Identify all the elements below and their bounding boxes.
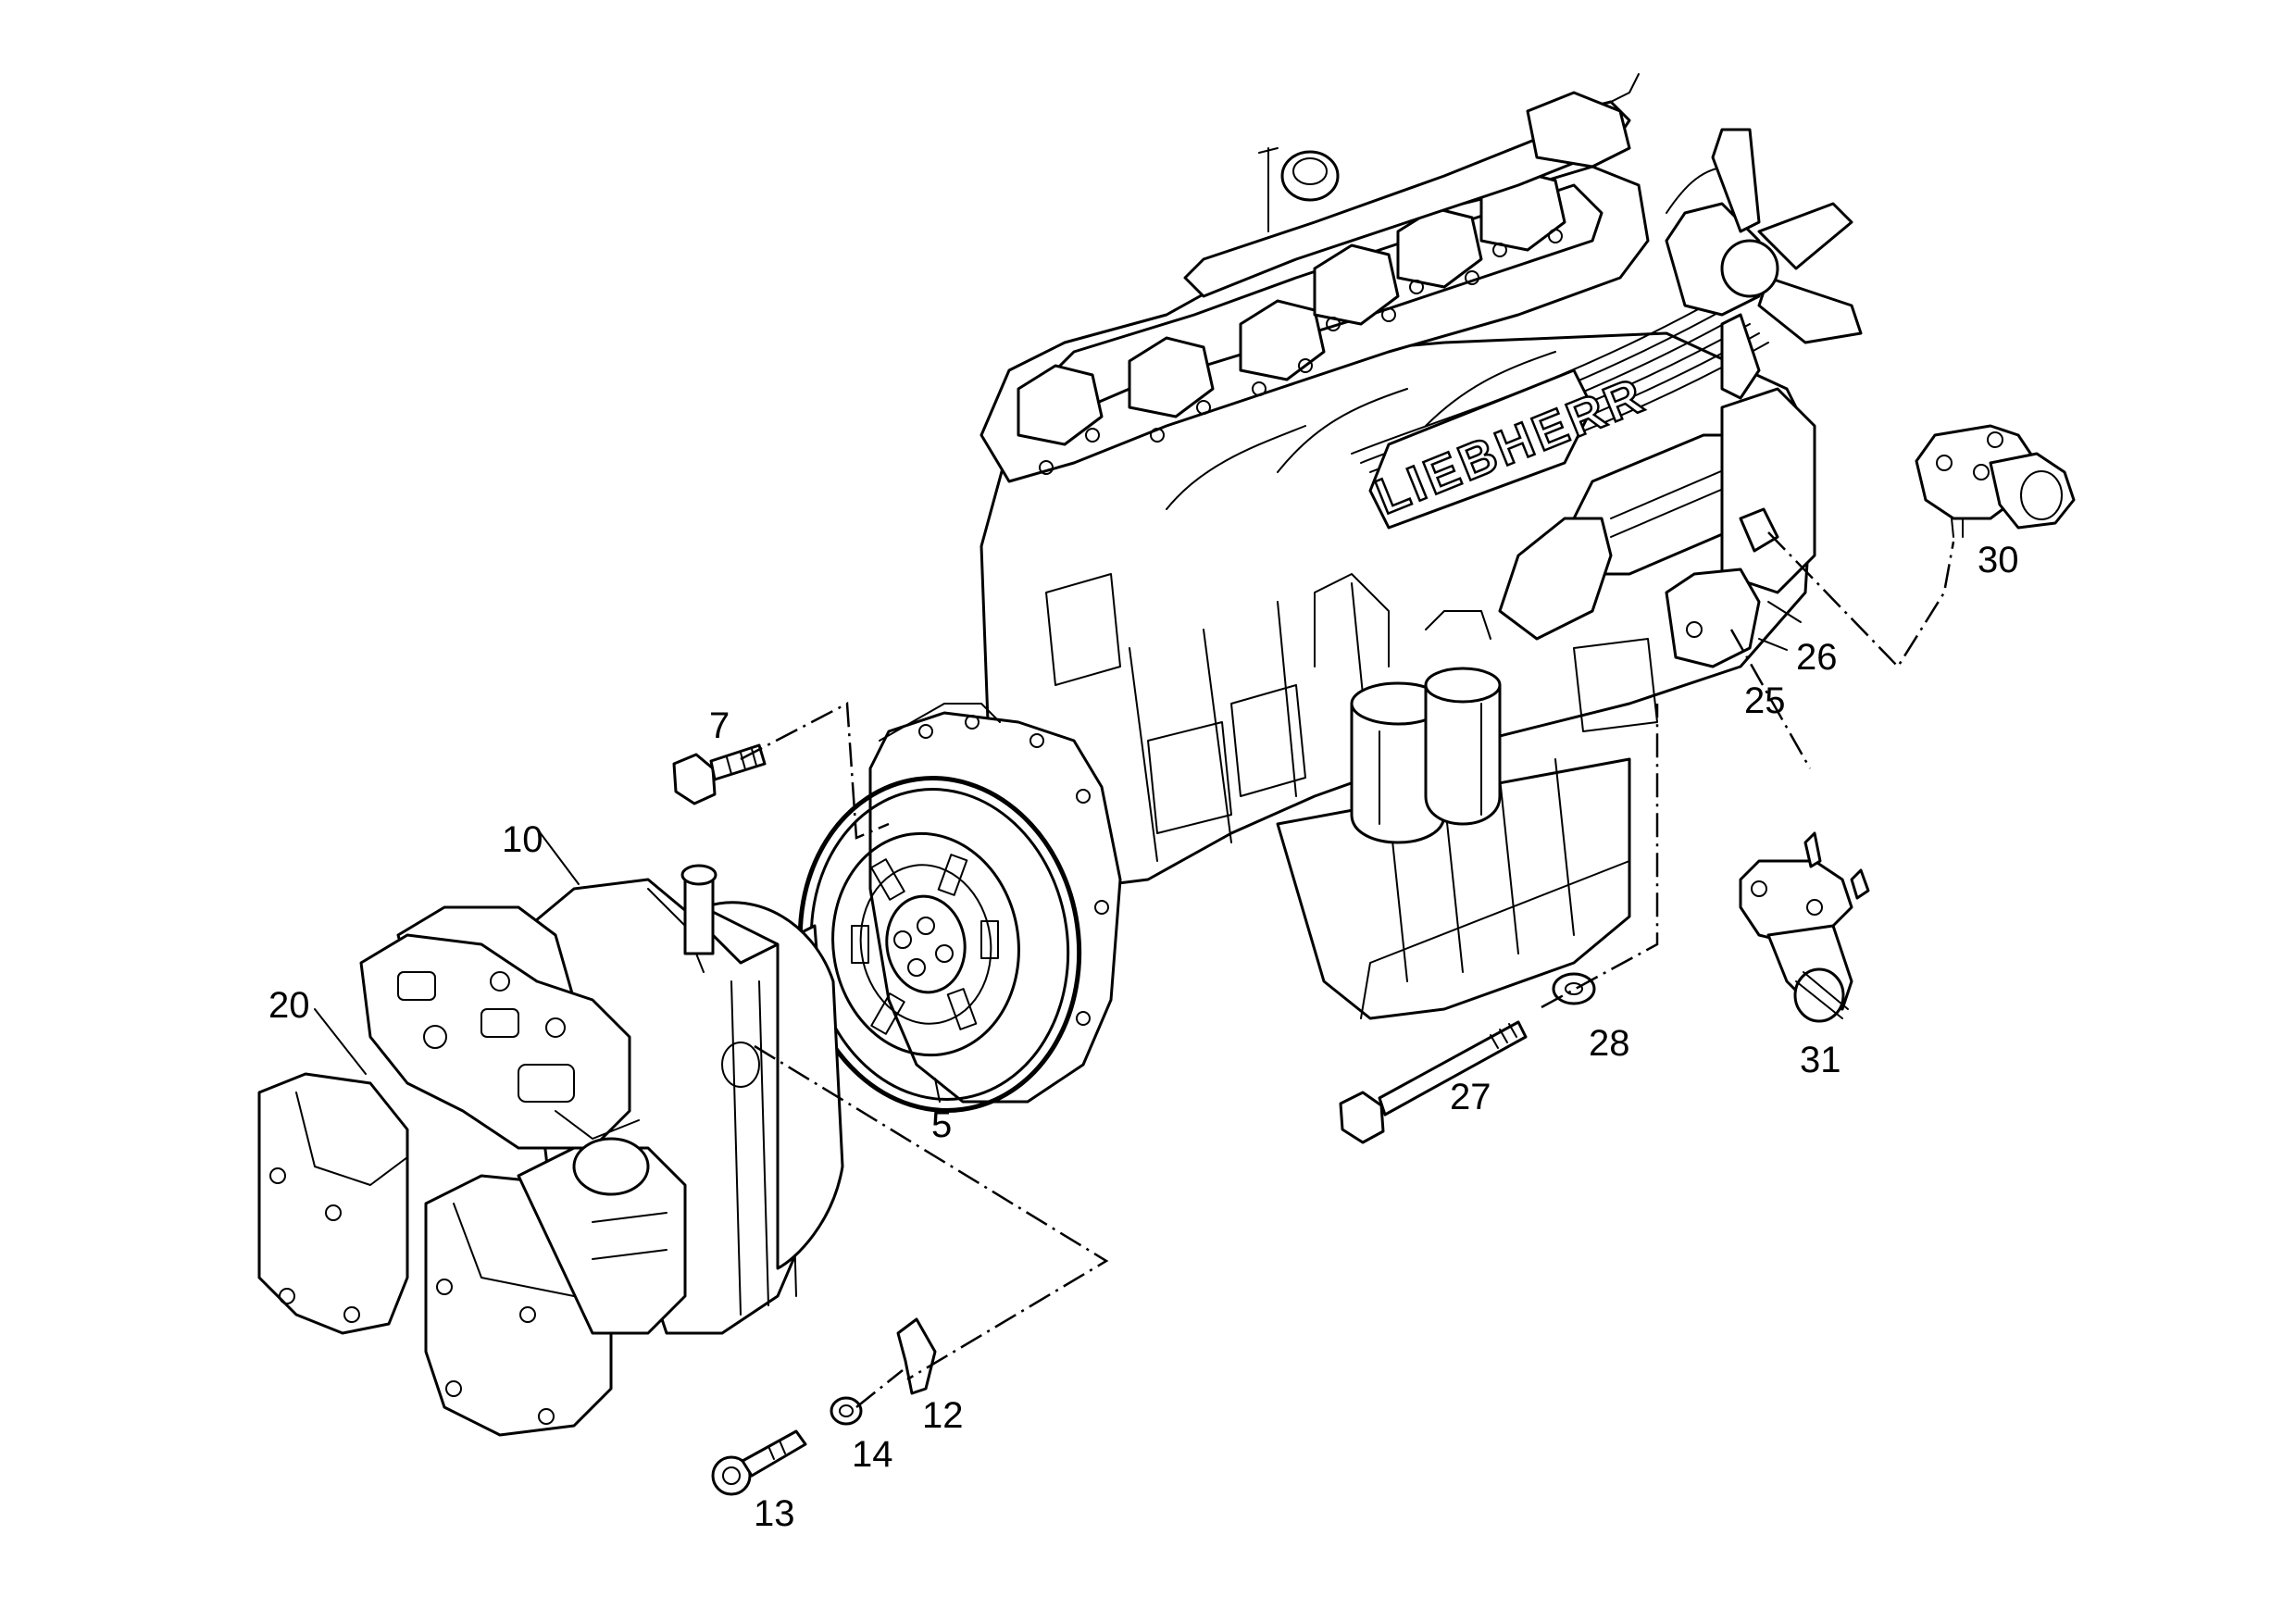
washer-28 — [1552, 972, 1596, 1005]
assembly-lines — [740, 531, 1955, 1408]
callout-27: 27 — [1450, 1077, 1491, 1117]
callout-7: 7 — [709, 705, 730, 746]
cooling-fan — [1711, 128, 1863, 400]
leader-lines — [314, 601, 1802, 1103]
fitting-31 — [1739, 831, 1870, 1023]
callout-30: 30 — [1978, 540, 2019, 580]
flywheel-coupling — [797, 776, 1082, 1113]
bolt-13 — [711, 1429, 807, 1496]
callout-10: 10 — [502, 819, 543, 860]
pump-mount-25 — [1665, 568, 1761, 668]
callout-5: 5 — [931, 1104, 952, 1145]
callout-25: 25 — [1744, 680, 1786, 721]
callout-12: 12 — [922, 1395, 964, 1436]
callout-31: 31 — [1800, 1040, 1841, 1080]
callout-20: 20 — [268, 985, 310, 1026]
callout-13: 13 — [754, 1493, 795, 1534]
washer-14 — [830, 1396, 863, 1426]
callout-28: 28 — [1589, 1023, 1630, 1064]
clip-12 — [896, 1317, 937, 1395]
plug-26 — [1739, 507, 1779, 553]
bolt-27 — [1339, 1020, 1528, 1144]
engine-block: LIEBHERR — [868, 73, 1863, 1104]
oil-filters — [1314, 573, 1502, 844]
callout-labels: 7 10 20 5 12 14 13 27 28 31 25 26 30 — [268, 540, 2019, 1534]
hydraulic-pump-assembly — [257, 864, 844, 1437]
callout-26: 26 — [1796, 637, 1838, 678]
fitting-30 — [1915, 424, 2076, 538]
callout-14: 14 — [852, 1434, 893, 1475]
